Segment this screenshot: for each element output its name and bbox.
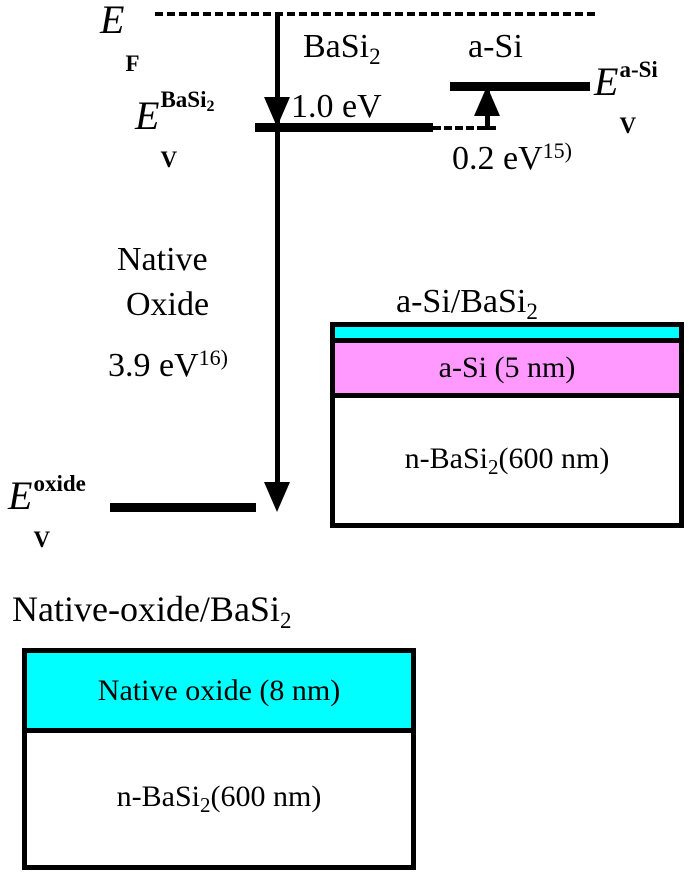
native-oxide-basi2-stack-title: Native-oxide/BaSi2	[12, 589, 292, 633]
fermi-level-symbol: E	[100, 0, 125, 42]
oxide-valence-level-bar	[110, 503, 256, 512]
asi-basi2-asi-layer: a-Si (5 nm)	[335, 343, 679, 398]
oxide-barrier-arrowhead	[264, 482, 290, 512]
basi2-barrier-arrowhead	[264, 97, 290, 127]
substrate-label: n-BaSi2(600 nm)	[116, 780, 322, 817]
native-oxide-material-label-line1: Native	[117, 241, 208, 278]
oxide-valence-subscript: V	[33, 527, 51, 552]
oxide-valence-superscript: oxide	[33, 471, 86, 496]
basi2-material-label: BaSi2	[303, 28, 381, 69]
basi2-valence-symbol: E	[135, 93, 160, 138]
asi-valence-superscript: a-Si	[619, 57, 658, 82]
basi2-barrier-value: 1.0 eV	[291, 88, 382, 125]
asi-layer-label: a-Si (5 nm)	[438, 351, 576, 384]
native-oxide-basi2-stack-box: Native oxide (8 nm) n-BaSi2(600 nm)	[22, 648, 416, 870]
asi-valence-subscript: V	[619, 113, 637, 138]
basi2-valence-level-bar	[255, 123, 433, 132]
asi-basi2-substrate-layer: n-BaSi2(600 nm)	[335, 398, 679, 523]
fermi-level-dashed-line	[155, 12, 595, 16]
oxide-barrier-reference: 16)	[198, 345, 228, 370]
asi-valence-symbol: E	[594, 59, 619, 104]
asi-offset-arrowhead	[474, 86, 500, 116]
asi-offset-value: 0.2 eV15)	[452, 138, 572, 177]
native-oxide-material-label-line2: Oxide	[126, 286, 210, 323]
native-oxide-layer: Native oxide (8 nm)	[27, 653, 411, 733]
oxide-barrier-arrow-shaft	[275, 12, 280, 504]
native-oxide-label: Native oxide (8 nm)	[97, 673, 341, 707]
asi-valence-level-bar	[450, 82, 590, 91]
asi-offset-reference: 15)	[542, 138, 572, 163]
basi2-valence-subscript: V	[160, 147, 178, 172]
fermi-level-subscript: F	[125, 51, 140, 76]
oxide-barrier-value: 3.9 eV16)	[108, 345, 228, 384]
basi2-valence-superscript: BaSi2	[160, 87, 215, 115]
oxide-valence-symbol: E	[8, 473, 33, 518]
asi-material-label: a-Si	[468, 28, 523, 65]
substrate-label: n-BaSi2(600 nm)	[404, 441, 610, 479]
asi-basi2-stack-title: a-Si/BaSi2	[396, 283, 538, 324]
basi2-valence-level-dashed-extension	[433, 126, 496, 130]
native-oxide-substrate-layer: n-BaSi2(600 nm)	[27, 733, 411, 865]
asi-basi2-stack-box: a-Si (5 nm) n-BaSi2(600 nm)	[330, 322, 684, 528]
asi-basi2-top-thin-layer	[335, 327, 679, 343]
